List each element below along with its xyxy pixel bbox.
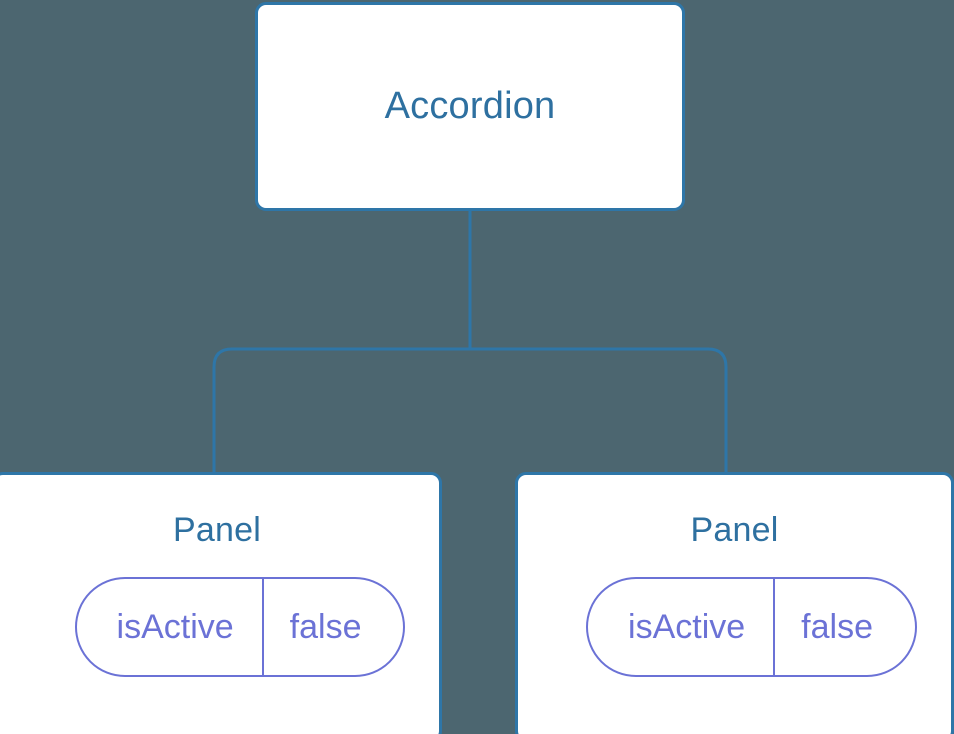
node-accordion-label: Accordion xyxy=(384,84,556,127)
state-pill-right-key: isActive xyxy=(588,578,776,675)
node-panel-right[interactable]: Panel isActive false xyxy=(515,472,954,734)
state-pill-left[interactable]: isActive false xyxy=(74,576,406,677)
node-panel-right-label: Panel xyxy=(690,511,779,549)
connector-branch-right xyxy=(470,347,728,476)
state-pill-left-value: false xyxy=(289,607,362,646)
state-pill-left-key: isActive xyxy=(77,578,264,675)
node-panel-left[interactable]: Panel isActive false xyxy=(0,472,442,734)
state-pill-right-value: false xyxy=(801,607,873,646)
state-pill-right[interactable]: isActive false xyxy=(586,576,917,677)
node-accordion[interactable]: Accordion xyxy=(255,2,685,211)
connector-branch-left xyxy=(212,347,470,476)
node-panel-left-label: Panel xyxy=(173,511,261,549)
